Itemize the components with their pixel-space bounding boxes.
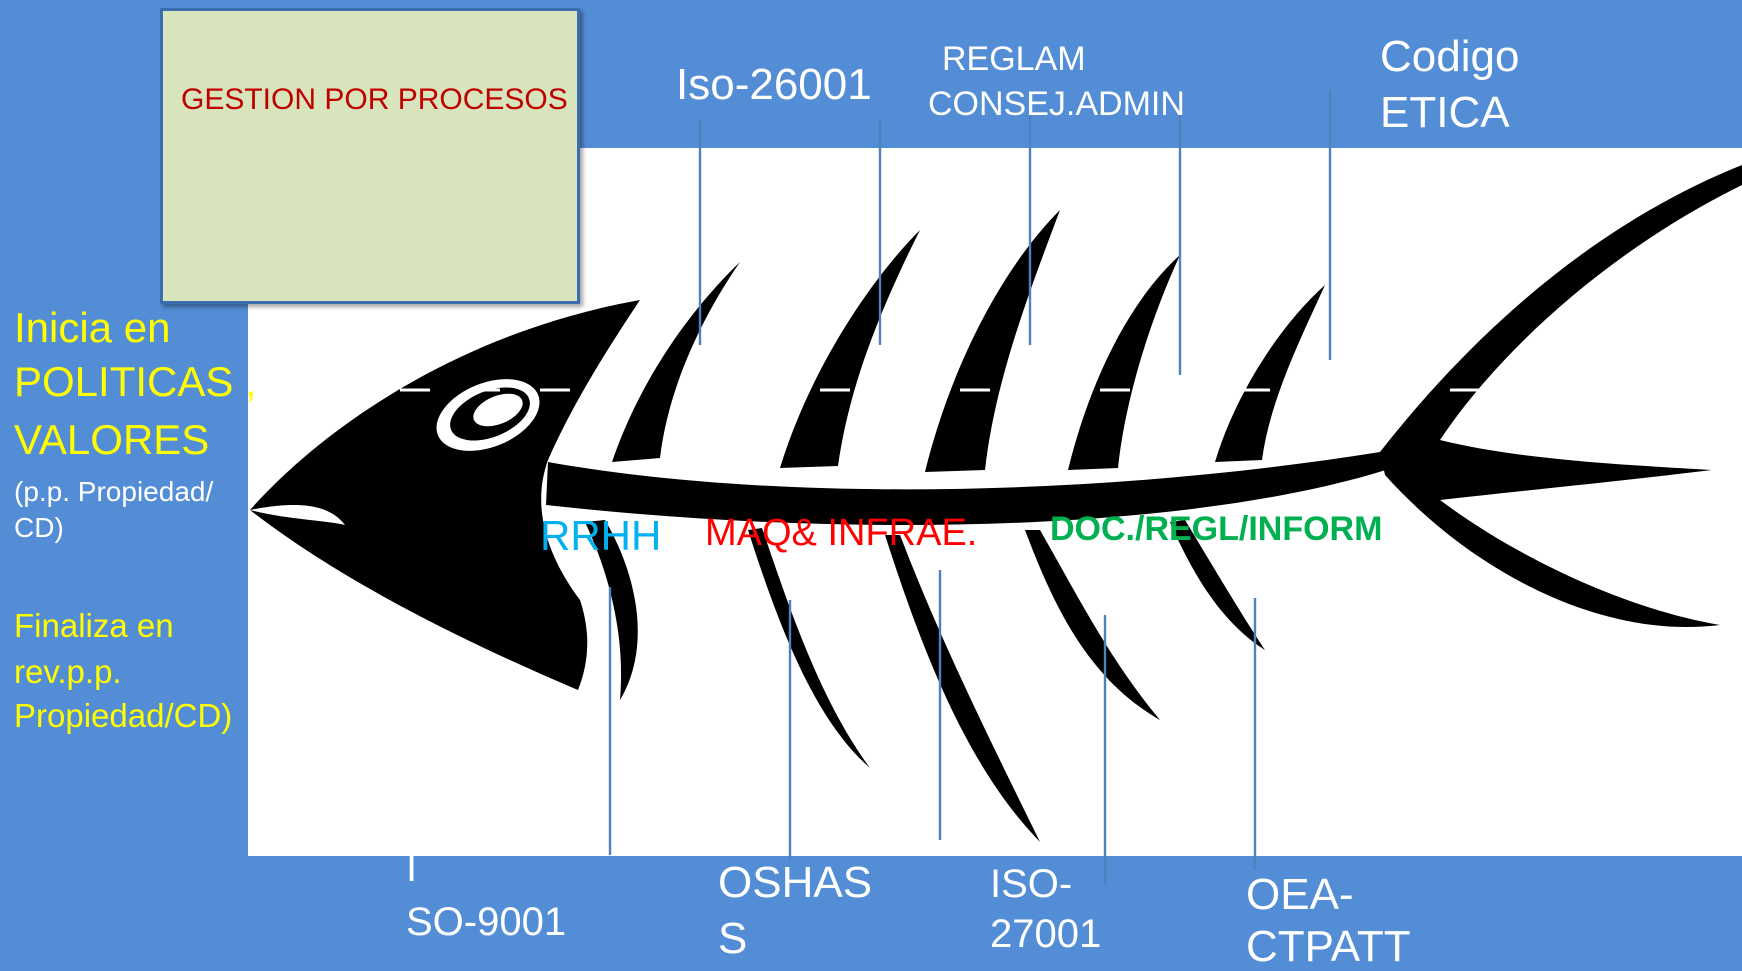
note-propiedad-cd: Propiedad/CD) <box>14 697 233 734</box>
label-ctpatt: CTPATT <box>1246 922 1411 971</box>
fish-head <box>250 300 640 690</box>
note-politicas: POLITICAS , <box>14 358 257 405</box>
upper-rib-5 <box>1215 285 1325 462</box>
leader-lines-top <box>698 90 1332 375</box>
label-iso9001: SO-9001 <box>406 900 567 944</box>
tail-inner-lower <box>1500 492 1650 560</box>
fish-eye-pupil <box>473 393 523 427</box>
lower-rib-1 <box>585 520 638 700</box>
note-valores: VALORES <box>14 416 210 463</box>
label-maq-infrae: MAQ& INFRAE. <box>705 512 978 554</box>
upper-rib-4 <box>1068 255 1180 470</box>
label-codigo: Codigo <box>1380 32 1520 81</box>
label-etica: ETICA <box>1380 88 1510 137</box>
upper-rib-1 <box>612 262 740 462</box>
label-iso27001-a: ISO- <box>990 862 1073 906</box>
tail-inner-upper <box>1500 345 1640 445</box>
fish-tail <box>1380 165 1742 628</box>
note-cd: CD) <box>14 512 64 543</box>
label-oea: OEA- <box>1246 870 1354 919</box>
fish-mouth <box>250 505 345 525</box>
label-iso27001-b: 27001 <box>990 912 1102 956</box>
label-oshas: OSHAS <box>718 858 873 907</box>
fish-spine <box>546 452 1392 526</box>
note-rev: rev.p.p. <box>14 653 122 690</box>
label-rrhh: RRHH <box>540 512 662 559</box>
title-text: GESTION POR PROCESOS <box>181 83 568 116</box>
label-doc-regl-inform: DOC./REGL/INFORM <box>1050 510 1383 548</box>
leader-lines-bottom <box>608 570 1257 885</box>
lower-rib-4 <box>1025 530 1160 720</box>
label-oshas-s: S <box>718 914 748 963</box>
lower-rib-3 <box>885 535 1040 842</box>
upper-rib-3 <box>925 210 1060 472</box>
upper-rib-2 <box>780 230 920 468</box>
lower-rib-5 <box>1170 520 1265 650</box>
note-propiedad: (p.p. Propiedad/ <box>14 476 214 507</box>
label-reglam: REGLAM <box>942 40 1086 78</box>
note-inicia: Inicia en <box>14 304 171 351</box>
label-consej-admin: CONSEJ.ADMIN <box>928 85 1185 123</box>
lower-rib-2 <box>748 528 870 768</box>
title-box: GESTION POR PROCESOS <box>160 8 580 304</box>
note-finaliza: Finaliza en <box>14 607 174 644</box>
label-iso9001-i: I <box>406 846 418 890</box>
label-iso26001: Iso-26001 <box>676 60 872 109</box>
